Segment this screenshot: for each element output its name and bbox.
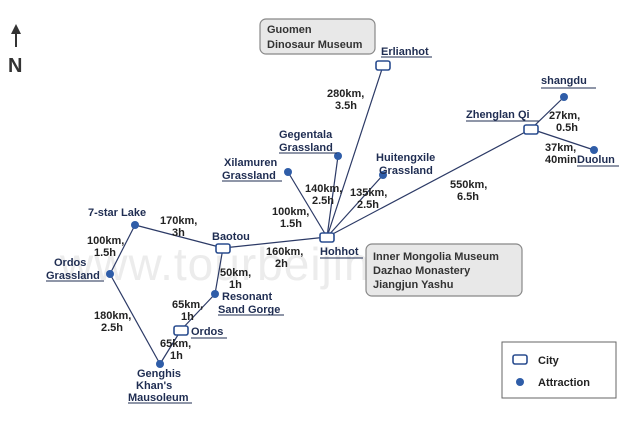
- route-resonant-ordos: [180, 293, 216, 331]
- place-label-hohhot: Hohhot: [320, 246, 359, 258]
- info-box-guomen: Guomen Dinosaur Museum: [259, 18, 376, 55]
- distance-label: 27km,: [549, 110, 580, 122]
- distance-label: 280km,: [327, 88, 364, 100]
- route-hohhot-zhenglan: [326, 128, 532, 238]
- legend-attraction-marker: [516, 378, 524, 386]
- place-label-ordos-grassland: Ordos: [54, 257, 86, 269]
- route-baotou-resonant: [214, 247, 224, 295]
- distance-label: 37km,: [545, 142, 576, 154]
- attraction-marker-huitengxile: [379, 171, 387, 179]
- info-box-line: Dinosaur Museum: [267, 39, 363, 51]
- distance-label: 3h: [172, 227, 185, 239]
- distance-label: 550km,: [450, 179, 487, 191]
- north-arrow: N: [8, 24, 22, 77]
- place-label-gegentala: Grassland: [279, 142, 333, 154]
- distance-label: 0.5h: [556, 122, 578, 134]
- distance-label: 2.5h: [357, 199, 379, 211]
- place-label-genghis: Mausoleum: [128, 392, 189, 404]
- distance-label: 1h: [181, 311, 194, 323]
- info-box-hohhot-sights: Inner Mongolia Museum Dazhao Monastery J…: [365, 243, 523, 297]
- route-hohhot-xilamuren: [287, 171, 328, 238]
- city-marker-hohhot: [319, 232, 335, 243]
- distance-label: 3.5h: [335, 100, 357, 112]
- place-label-gegentala: Gegentala: [279, 129, 333, 141]
- routes: [109, 65, 595, 365]
- place-label-resonant-sand-gorge: Sand Gorge: [218, 304, 280, 316]
- info-box-line: Dazhao Monastery: [373, 265, 471, 277]
- place-label-huitengxile: Grassland: [379, 165, 433, 177]
- attraction-marker-7star-lake: [131, 221, 139, 229]
- route-hohhot-huitengxile: [326, 174, 384, 238]
- route-hohhot-gegentala: [326, 155, 339, 238]
- info-box-line: Jiangjun Yashu: [373, 279, 454, 291]
- attraction-marker-xilamuren: [284, 168, 292, 176]
- info-box-line: Guomen: [267, 24, 312, 36]
- distance-label: 40min: [545, 154, 577, 166]
- distance-label: 2.5h: [101, 322, 123, 334]
- legend-city-marker: [512, 354, 528, 365]
- place-label-xilamuren: Grassland: [222, 170, 276, 182]
- place-label-genghis: Khan's: [136, 380, 172, 392]
- distance-label: 65km,: [160, 338, 191, 350]
- route-hohhot-erlianhot: [326, 65, 384, 238]
- route-ordosgrassland-genghis: [109, 273, 161, 365]
- place-label-xilamuren: Xilamuren: [224, 157, 277, 169]
- route-zhenglan-shangdu: [530, 96, 565, 130]
- distance-label: 160km,: [266, 246, 303, 258]
- distance-label: 180km,: [94, 310, 131, 322]
- city-marker-ordos: [173, 325, 189, 336]
- distance-label: 1.5h: [280, 218, 302, 230]
- route-7star-ordosgrassland: [109, 224, 136, 275]
- north-label: N: [8, 55, 22, 77]
- distance-label: 6.5h: [457, 191, 479, 203]
- distance-labels: 280km, 3.5h 140km, 2.5h 100km, 1.5h 135k…: [87, 88, 580, 362]
- distance-label: 100km,: [272, 206, 309, 218]
- place-label-shangdu: shangdu: [541, 75, 587, 87]
- distance-label: 140km,: [305, 183, 342, 195]
- legend-city-label: City: [538, 355, 560, 367]
- place-label-ordos-grassland: Grassland: [46, 270, 100, 282]
- place-label-baotou: Baotou: [212, 231, 250, 243]
- attraction-marker-duolun: [590, 146, 598, 154]
- legend-attraction-label: Attraction: [538, 377, 590, 389]
- info-box-line: Inner Mongolia Museum: [373, 251, 499, 263]
- distance-label: 1.5h: [94, 247, 116, 259]
- distance-label: 2.5h: [312, 195, 334, 207]
- distance-label: 65km,: [172, 299, 203, 311]
- route-zhenglan-duolun: [530, 128, 595, 151]
- place-label-zhenglan-qi: Zhenglan Qi: [466, 109, 530, 121]
- place-label-duolun: Duolun: [577, 154, 615, 166]
- attraction-marker-genghis: [156, 360, 164, 368]
- distance-label: 50km,: [220, 267, 251, 279]
- city-marker-zhenglan-qi: [523, 124, 539, 135]
- distance-label: 135km,: [350, 187, 387, 199]
- place-label-genghis: Genghis: [137, 368, 181, 380]
- attraction-marker-gegentala: [334, 152, 342, 160]
- place-label-erlianhot: Erlianhot: [381, 46, 429, 58]
- route-baotou-hohhot: [222, 236, 328, 249]
- attraction-marker-shangdu: [560, 93, 568, 101]
- distance-label: 2h: [275, 258, 288, 270]
- attraction-marker-resonant-sand-gorge: [211, 290, 219, 298]
- place-label-huitengxile: Huitengxile: [376, 152, 435, 164]
- distance-label: 100km,: [87, 235, 124, 247]
- attraction-markers: [106, 93, 598, 368]
- distance-label: 1h: [229, 279, 242, 291]
- legend: City Attraction: [501, 341, 617, 399]
- distance-label: 1h: [170, 350, 183, 362]
- city-marker-baotou: [215, 243, 231, 254]
- place-label-7star-lake: 7-star Lake: [88, 207, 146, 219]
- route-baotou-7star: [134, 224, 224, 249]
- attraction-marker-ordos-grassland: [106, 270, 114, 278]
- place-label-resonant-sand-gorge: Resonant: [222, 291, 272, 303]
- city-markers: [173, 60, 539, 336]
- city-marker-erlianhot: [375, 60, 391, 71]
- place-label-ordos: Ordos: [191, 326, 223, 338]
- distance-label: 170km,: [160, 215, 197, 227]
- place-labels: Erlianhot Gegentala Grassland Xilamuren …: [46, 46, 619, 404]
